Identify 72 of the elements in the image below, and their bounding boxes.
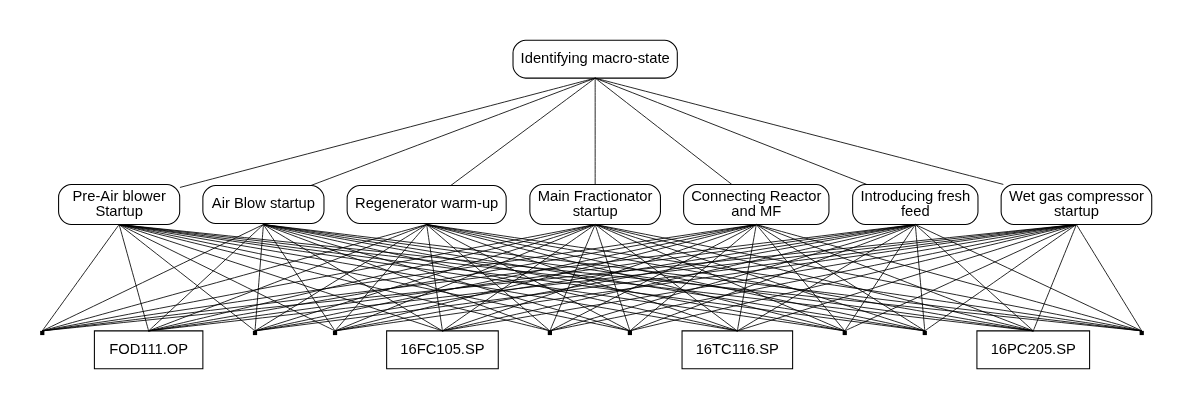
node-box: Air Blow startup: [202, 184, 325, 224]
node-box: Wet gas compressor startup: [1000, 183, 1153, 225]
connector: [310, 77, 596, 186]
node-box: FOD111.OP: [93, 329, 204, 369]
connector: [1032, 223, 1077, 331]
connector: [914, 223, 926, 331]
connector: [450, 77, 596, 186]
connector: [334, 223, 596, 331]
connector: [594, 77, 868, 185]
connector: [914, 223, 1143, 331]
connector: [594, 223, 846, 331]
node-point: [842, 330, 847, 335]
connector: [755, 223, 846, 331]
connector: [334, 223, 757, 331]
connector: [594, 77, 596, 185]
connector: [41, 223, 120, 331]
connector: [263, 223, 336, 331]
node-box: 16FC105.SP: [386, 329, 499, 369]
node-box: Introducing fresh feed: [852, 183, 979, 225]
connector: [736, 223, 757, 331]
connector: [442, 223, 596, 331]
connector: [426, 223, 551, 331]
connector: [263, 223, 551, 331]
node-point: [627, 330, 632, 335]
connector: [118, 223, 150, 331]
connector: [549, 223, 1077, 331]
connector: [41, 223, 264, 331]
connector: [594, 77, 1004, 185]
connector: [41, 223, 596, 331]
connector: [736, 223, 1077, 331]
connector: [629, 223, 1077, 331]
node-box: 16PC205.SP: [976, 329, 1091, 369]
node-point: [40, 330, 45, 335]
connector: [755, 223, 1143, 331]
connector: [334, 223, 428, 331]
node-point: [252, 330, 258, 335]
connector: [179, 77, 596, 188]
connector: [629, 223, 757, 331]
connector: [594, 77, 733, 185]
node-point: [1139, 330, 1144, 335]
connector: [594, 223, 631, 331]
node-box: 16TC116.SP: [681, 329, 794, 369]
connector: [594, 223, 1143, 331]
connector: [41, 223, 428, 331]
connector: [426, 223, 631, 331]
connector: [426, 223, 846, 331]
node-box: Identifying macro-state: [512, 39, 678, 79]
connector: [254, 223, 264, 331]
connector: [148, 223, 264, 331]
connector: [549, 223, 757, 331]
connector: [549, 223, 596, 331]
node-box: Pre-Air blower Startup: [58, 183, 181, 225]
connector: [755, 223, 1034, 331]
node-point: [332, 330, 338, 335]
connector: [736, 223, 916, 331]
connector: [924, 223, 1077, 331]
connector: [594, 223, 738, 331]
connector: [755, 223, 926, 331]
connector: [118, 223, 256, 331]
connector: [118, 223, 336, 331]
connector: [1076, 223, 1143, 331]
connector: [914, 223, 1034, 331]
node-box: Regenerator warm-up: [346, 184, 507, 224]
connector: [844, 223, 916, 331]
node-point: [922, 330, 927, 335]
connector: [594, 223, 1034, 331]
node-box: Main Fractionator startup: [529, 183, 661, 225]
connector: [844, 223, 1077, 331]
connector: [118, 223, 551, 331]
node-box: Connecting Reactor and MF: [683, 183, 830, 225]
node-point: [547, 330, 552, 335]
connector: [426, 223, 443, 331]
